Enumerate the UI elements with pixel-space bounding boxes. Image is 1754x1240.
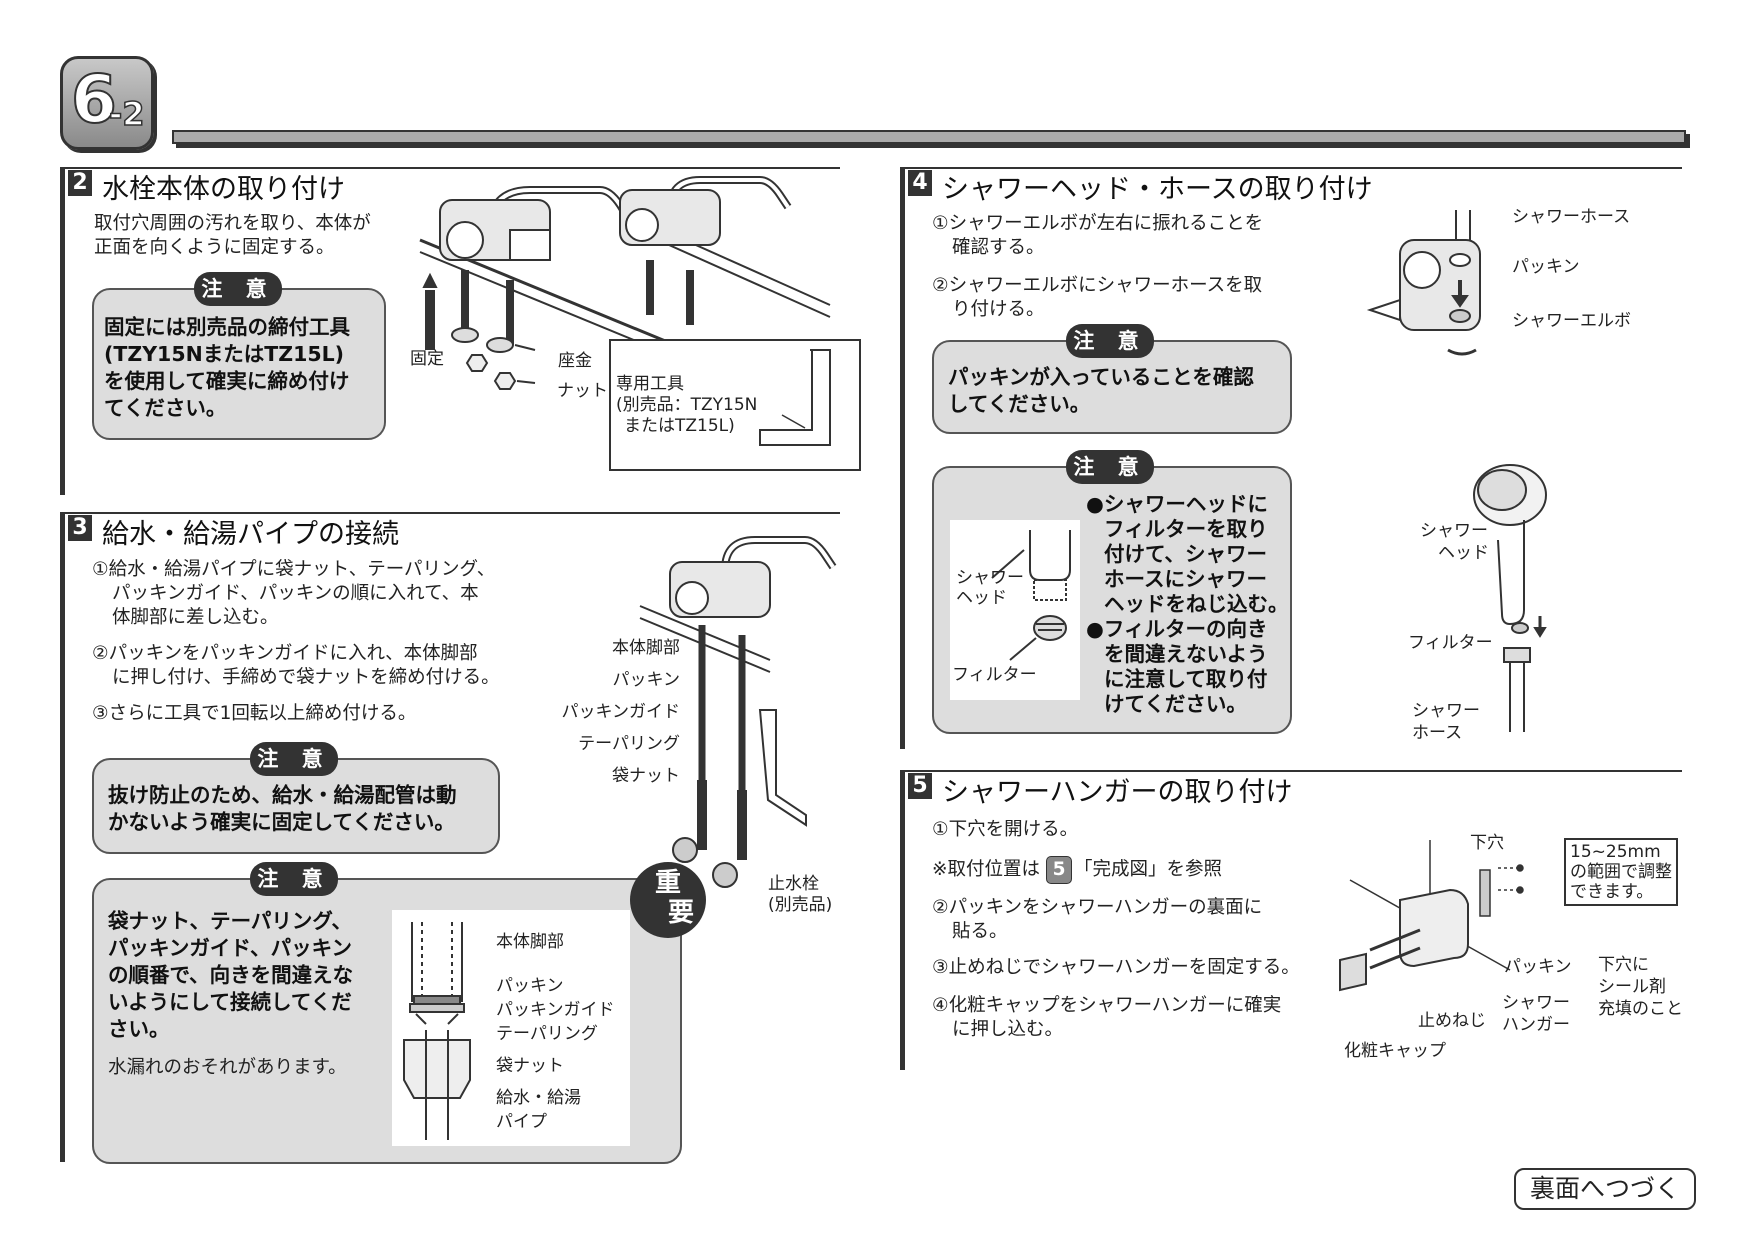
section-4-rule (900, 167, 1682, 169)
section-2-bar (60, 167, 65, 495)
label-shower-elbow: シャワーエルボ (1512, 311, 1631, 331)
section-5-reference: ※取付位置は 5 「完成図」を参照 (932, 856, 1222, 884)
text-line: 取付穴周囲の汚れを取り、本体が (94, 213, 371, 234)
header-rule (172, 130, 1686, 144)
section-5-step-1: ①下穴を開ける。 (932, 819, 1079, 840)
section-4-step-1: ①シャワーエルボが左右に振れることを確認する。 (932, 213, 1264, 258)
section-4-bar (900, 167, 905, 749)
caution-note: 水漏れのおそれがあります。 (108, 1057, 347, 1078)
caution-label: 注 意 (1066, 324, 1154, 358)
label-cap: 化粧キャップ (1344, 1041, 1446, 1061)
label-inner-filter: フィルター (952, 665, 1037, 685)
detail-labels: 本体脚部 パッキン パッキンガイド テーパリング 袋ナット 給水・給湯 パイプ (496, 932, 615, 1132)
caution-label: 注 意 (1066, 450, 1154, 484)
hanger-mount-illustration (1339, 840, 1524, 992)
section-2-text: 取付穴周囲の汚れを取り、本体が正面を向くように固定する。 (94, 212, 371, 260)
shower-head-illustration (1473, 464, 1547, 732)
section-2-title: 水栓本体の取り付け (102, 174, 345, 205)
section-5-number: 5 (908, 773, 932, 799)
label-hose: シャワーホース (1412, 701, 1480, 743)
section-3-step-1: ①給水・給湯パイプに袋ナット、テーパリング、パッキンガイド、パッキンの順に入れて… (92, 559, 496, 628)
text-line: 正面を向くように固定する。 (94, 237, 335, 258)
section-4-caution-2: ●シャワーヘッドに フィルターを取り 付けて、シャワー ホースにシャワー ヘッド… (932, 466, 1292, 734)
pipe-part-labels-2: パッキンガイドテーパリング袋ナット (561, 702, 681, 786)
label-packing: パッキン (1512, 257, 1580, 277)
section-4-title: シャワーヘッド・ホースの取り付け (942, 174, 1373, 205)
section-5-title: シャワーハンガーの取り付け (942, 777, 1293, 808)
label-sealant: 下穴にシール剤充填のこと (1598, 955, 1683, 1019)
section-3-step-3: ③さらに工具で1回転以上締め付ける。 (92, 703, 417, 724)
elbow-hose-illustration (1366, 210, 1481, 356)
section-4-step-2: ②シャワーエルボにシャワーホースを取り付ける。 (932, 275, 1263, 320)
section-3-title: 給水・給湯パイプの接続 (102, 519, 399, 550)
section-3-number: 3 (68, 515, 92, 541)
reference-number: 5 (1046, 856, 1073, 884)
stopcock-label: 止水栓(別売品) (768, 874, 833, 915)
label-shower-hose: シャワーホース (1512, 207, 1631, 227)
section-2-rule (60, 167, 840, 169)
label-inner-head: シャワーヘッド (956, 568, 1024, 608)
page-number-badge: 6 -2 (60, 56, 154, 150)
label-screw: 止めねじ (1418, 1011, 1486, 1031)
caution-text: 固定には別売品の締付工具(TZY15NまたはTZ15L) を使用して確実に締め付… (104, 315, 350, 420)
section-5-step-2: ②パッキンをシャワーハンガーの裏面に貼る。 (932, 897, 1263, 942)
pipe-part-labels: 本体脚部パッキン (612, 638, 680, 690)
section-3-rule (60, 512, 840, 514)
section-2-caution-box: 固定には別売品の締付工具(TZY15NまたはTZ15L) を使用して確実に締め付… (92, 288, 386, 440)
section-4-number: 4 (908, 170, 932, 196)
label-nut: ナット (557, 381, 608, 401)
page-subnumber: -2 (108, 94, 145, 134)
label-hole: 下穴 (1470, 833, 1504, 853)
section-2-number: 2 (68, 170, 92, 196)
connection-detail-box (392, 910, 630, 1146)
continue-label: 裏面へつづく (1514, 1168, 1696, 1210)
section-5-step-4: ④化粧キャップをシャワーハンガーに確実に押し込む。 (932, 995, 1282, 1040)
pipe-connection-illustration (639, 536, 837, 888)
section-5-bar (900, 770, 905, 1070)
label-filter: フィルター (1408, 633, 1493, 653)
label-hanger: シャワーハンガー (1502, 993, 1570, 1035)
filter-detail-box (950, 520, 1080, 700)
caution-label: 注 意 (250, 742, 338, 776)
section-3-step-2: ②パッキンをパッキンガイドに入れ、本体脚部に押し付け、手締めで袋ナットを締め付け… (92, 643, 500, 688)
section-5-step-3: ③止めねじでシャワーハンガーを固定する。 (932, 957, 1300, 978)
section-3-caution-2: 袋ナット、テーパリング、パッキンガイド、パッキンの順番で、向きを間違えな いよう… (92, 878, 682, 1164)
section-3-bar (60, 512, 65, 1162)
caution-label: 注 意 (194, 272, 282, 306)
section-5-rule (900, 770, 1682, 772)
label-head: シャワーヘッド (1420, 521, 1489, 563)
faucet-mount-illustration (419, 176, 861, 471)
caution-label: 注 意 (250, 862, 338, 896)
important-badge: 重要 (630, 862, 706, 938)
label-hanger-packing: パッキン (1504, 957, 1572, 977)
page-number: 6 (70, 60, 118, 139)
label-fix: 固定 (410, 349, 444, 369)
label-washer: 座金 (558, 351, 592, 371)
